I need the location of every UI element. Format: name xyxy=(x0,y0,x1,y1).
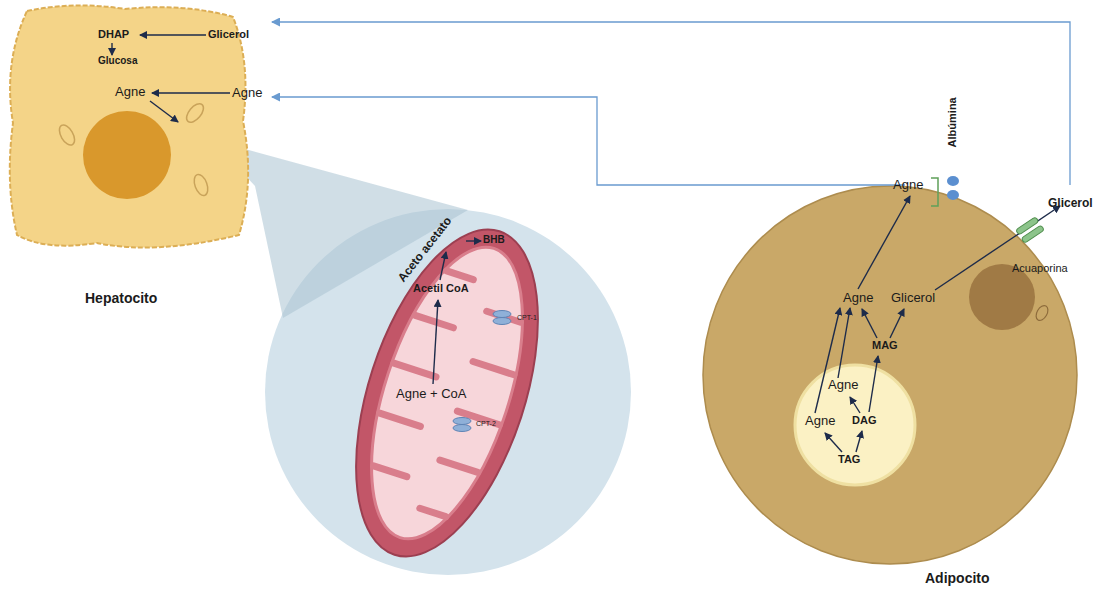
node-text: Hepatocito xyxy=(85,290,157,306)
crista xyxy=(440,460,478,472)
reaction-arrow xyxy=(815,308,840,413)
node-text: CPT-2 xyxy=(476,420,496,428)
node-text: Agne xyxy=(805,414,835,429)
metabolite-label: Glicerol xyxy=(1048,197,1093,211)
nucleus xyxy=(969,264,1035,330)
node-text: MAG xyxy=(872,339,898,352)
lipid-droplet: AgneAgneDAGTAG xyxy=(793,363,917,487)
mitochondrion-icon xyxy=(56,122,77,147)
reaction-arrow xyxy=(890,309,904,338)
reaction-arrow xyxy=(111,43,112,55)
reaction-arrow xyxy=(862,309,877,338)
node-text: DHAP xyxy=(98,28,129,41)
aquaporin-part xyxy=(1021,225,1044,243)
reaction-arrow xyxy=(935,206,1060,290)
node-text: Agne xyxy=(115,85,145,100)
protein-label: Albúmina xyxy=(946,97,959,147)
reaction-arrows xyxy=(112,35,1060,452)
node-text: Agne + CoA xyxy=(396,387,466,402)
transporter-part xyxy=(493,311,511,318)
aquaporin-symbol xyxy=(1016,217,1045,244)
crista xyxy=(487,311,521,322)
crista xyxy=(380,413,421,426)
zoom-wedge xyxy=(212,140,468,318)
transporter-part xyxy=(453,425,471,432)
transport-connector xyxy=(272,22,1070,185)
reaction-arrow xyxy=(140,34,206,35)
cpt2-symbol xyxy=(453,418,471,432)
reaction-arrow xyxy=(152,92,230,93)
node-text: BHB xyxy=(483,234,505,246)
albumin-symbol xyxy=(947,190,959,200)
cpt1-symbol xyxy=(493,311,511,325)
node-text: Glucosa xyxy=(98,55,137,67)
crista xyxy=(420,508,446,516)
node-shape xyxy=(5,3,272,253)
reaction-arrow xyxy=(825,433,842,452)
transport-connector xyxy=(272,97,905,185)
inner-membrane xyxy=(341,229,553,556)
crista xyxy=(447,271,474,280)
aquaporin-part xyxy=(1016,217,1039,235)
crista xyxy=(473,361,514,374)
node-text: TAG xyxy=(838,453,860,466)
reaction-arrow xyxy=(856,431,862,452)
outer-membrane xyxy=(320,207,573,579)
node-text: Glicerol xyxy=(208,28,249,41)
reaction-arrow xyxy=(838,308,850,378)
node-text: DAG xyxy=(852,414,876,427)
crista xyxy=(394,363,436,377)
node-text: Agne xyxy=(828,378,858,393)
crista xyxy=(374,466,407,477)
hepatocyte-cell: DHAPGlicerolGlucosaAgneHepatocito xyxy=(5,3,272,253)
node-text: Acetil CoA xyxy=(413,282,469,295)
reaction-arrow xyxy=(433,300,438,384)
mitochondrion: Aceto acetatoBHBAcetil CoACPT-1Agne + Co… xyxy=(335,215,560,570)
crista xyxy=(415,315,453,327)
reaction-arrow xyxy=(858,196,910,289)
nucleus xyxy=(83,111,171,199)
node-text: Agne xyxy=(843,291,873,306)
reaction-arrow xyxy=(466,240,481,241)
mitochondrion-body xyxy=(320,207,573,579)
adipocyte-cell: AgneGlicerolMAGAdipocitoAgneAgneDAGTAG xyxy=(702,185,1078,565)
node-text: CPT-1 xyxy=(517,314,537,322)
reaction-arrow xyxy=(150,101,178,122)
albumin-symbol xyxy=(947,176,959,186)
membrane-bracket xyxy=(931,178,938,206)
mitochondrion-icon xyxy=(183,101,206,126)
transporter-part xyxy=(453,418,471,425)
mitochondrion-icon xyxy=(1034,304,1051,323)
adipocyte-outline xyxy=(703,186,1077,564)
hepatocyte-outline xyxy=(10,5,248,247)
reaction-arrow xyxy=(869,356,878,412)
reaction-arrow xyxy=(850,397,860,413)
droplet-outline xyxy=(795,365,915,485)
mitochondrion-icon xyxy=(192,173,211,198)
node-text: Adipocito xyxy=(925,570,990,586)
node-text: Glicerol xyxy=(891,291,935,306)
transporter-part xyxy=(493,318,511,325)
reaction-arrow xyxy=(440,252,446,280)
